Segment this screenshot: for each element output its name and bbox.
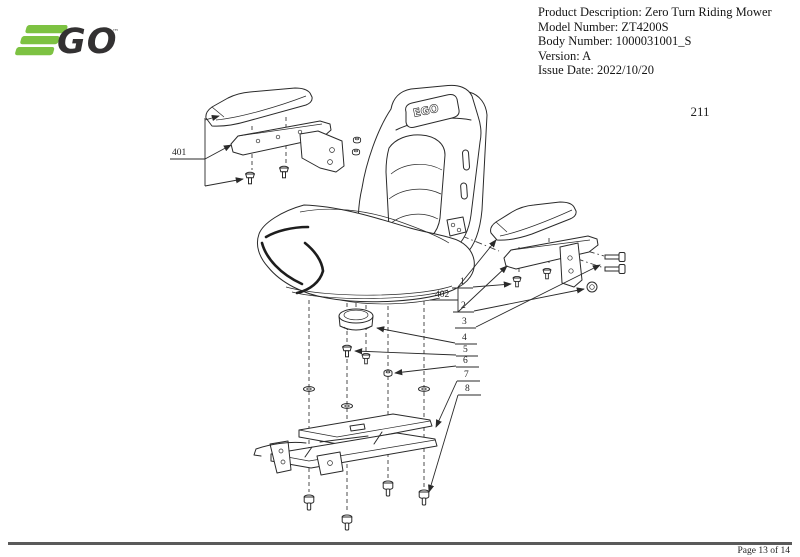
body-number-line: Body Number: 1000031001_S — [538, 34, 692, 49]
product-info-block: Product Description: Zero Turn Riding Mo… — [538, 5, 798, 78]
callout-2: 2 — [461, 301, 466, 311]
seat-swivel-plate — [338, 308, 374, 331]
product-description-line: Product Description: Zero Turn Riding Mo… — [538, 5, 772, 19]
left-armrest-assembly — [205, 87, 362, 185]
callout-4: 4 — [462, 333, 467, 343]
ego-logo-e-bars-icon — [15, 25, 68, 56]
ego-logo: GO ™ — [10, 22, 150, 62]
rail-adjust-handle — [253, 441, 307, 457]
issue-date-line: Issue Date: 2022/10/20 — [538, 63, 654, 78]
callout-1: 1 — [460, 277, 465, 287]
numbered-callouts: 1 2 3 4 5 6 7 8 — [354, 264, 601, 493]
center-fasteners — [303, 344, 430, 409]
headrest-logo-plate — [405, 94, 460, 128]
seat-cushion — [256, 204, 475, 305]
callout-402-group: 402 — [430, 239, 508, 313]
seat-slide-rail-assembly — [253, 413, 438, 476]
seat-side-mount-bracket — [446, 216, 467, 237]
footer-page-label: Page 13 of 14 — [737, 546, 790, 556]
callout-7: 7 — [464, 370, 469, 380]
seat-backrest: EGO — [357, 84, 488, 265]
rail-front-bracket — [316, 451, 344, 476]
ego-logo-trademark: ™ — [112, 28, 119, 36]
callout-3: 3 — [462, 317, 467, 327]
callout-402-label: 402 — [435, 290, 450, 300]
callout-401-group: 401 — [170, 114, 244, 187]
callout-5: 5 — [463, 345, 468, 355]
right-armrest-pad — [490, 201, 577, 241]
right-armrest-assembly — [490, 201, 626, 293]
figure-number: 211 — [690, 104, 710, 119]
callout-6: 6 — [463, 356, 468, 366]
hex-flange-bolt — [586, 281, 598, 293]
callout-8: 8 — [465, 384, 470, 394]
ego-logo-go-text: GO — [57, 22, 117, 62]
seat-headrest-brand-text: EGO — [412, 102, 440, 120]
left-armrest-mount-plate — [299, 130, 345, 173]
model-number-line: Model Number: ZT4200S — [538, 19, 669, 34]
right-armrest-mount-plate — [559, 242, 583, 288]
ego-logo-svg: GO ™ — [15, 22, 119, 62]
rail-mounting-bolts — [303, 480, 430, 531]
version-line: Version: A — [538, 48, 592, 63]
callout-401-label: 401 — [172, 148, 187, 158]
left-armrest-bracket — [230, 120, 332, 156]
footer-rule — [8, 542, 792, 545]
left-armrest-pad — [205, 87, 313, 127]
rail-left-bracket — [269, 440, 292, 474]
